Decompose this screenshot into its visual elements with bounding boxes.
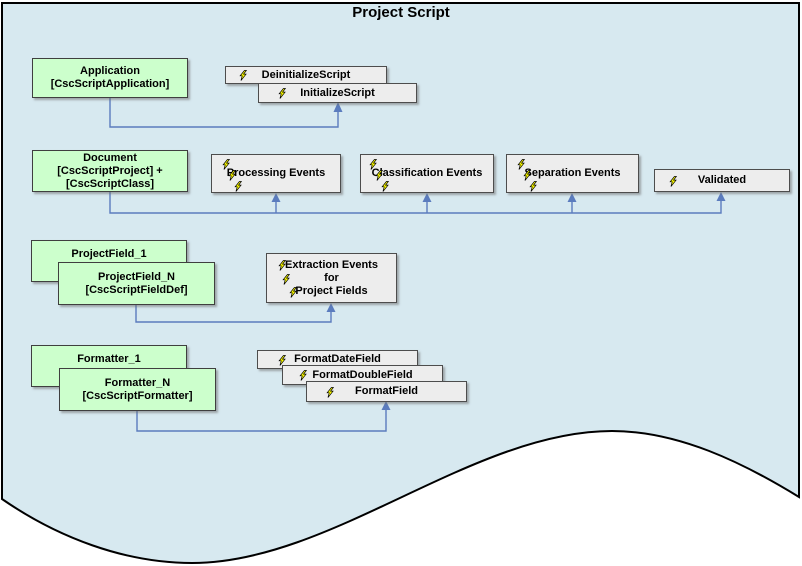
event-label: Validated [697,174,747,186]
projectfield-n-node: ProjectField_N [CscScriptFieldDef] [58,262,215,305]
lightning-bolt-icon [369,159,377,170]
lightning-bolt-icon [669,176,677,187]
lightning-bolt-icon [523,170,531,181]
lightning-bolt-icon [239,70,247,81]
lightning-bolt-icon [375,170,383,181]
format-field-event-node: FormatField [306,381,467,402]
connector-application-to-initializescript [109,98,343,128]
processing-events-node: Processing Events [211,154,341,193]
lightning-bolt-icon [289,287,297,298]
separation-events-node: Separation Events [506,154,639,193]
lightning-bolt-icon [529,181,537,192]
connector-projectfield-to-extractionevents [135,303,336,323]
document-node-label: Document [83,151,137,164]
projectfield-n-node-sublabel: [CscScriptFieldDef] [85,283,188,296]
diagram-title: Project Script [352,4,450,21]
projectfield-n-node-label: ProjectField_N [97,270,176,283]
lightning-bolt-icon [222,159,230,170]
connector-formatter-to-formatfield [136,401,391,432]
event-label: InitializeScript [300,86,375,99]
lightning-bolt-icon [299,370,307,381]
lightning-bolt-icon [234,181,242,192]
event-label: Project Fields [295,284,368,297]
application-node-label: Application [80,65,140,77]
document-node: Document [CscScriptProject] + [CscScript… [32,150,188,192]
lightning-bolt-icon [278,260,286,271]
formatter-1-node-label: Formatter_1 [77,353,141,365]
lightning-bolt-icon [381,181,389,192]
event-label: for [324,271,339,284]
event-label: FormatDateField [294,353,381,365]
application-node-sublabel: [CscScriptApplication] [50,78,170,90]
formatter-n-node-label: Formatter_N [104,376,171,389]
formatter-n-node: Formatter_N [CscScriptFormatter] [59,368,216,411]
event-label: Extraction Events [285,258,378,271]
deinitialize-script-event-node: DeinitializeScript [225,66,387,84]
lightning-bolt-icon [326,387,334,398]
connector-document-to-events [109,192,726,214]
lightning-bolt-icon [228,170,236,181]
event-label: Classification Events [371,167,483,179]
event-label: FormatField [355,385,418,397]
event-label: FormatDoubleField [312,368,413,381]
initialize-script-event-node: InitializeScript [258,83,417,103]
event-label: DeinitializeScript [261,68,351,81]
formatter-n-node-sublabel: [CscScriptFormatter] [82,389,193,402]
validated-event-node: Validated [654,169,790,192]
extraction-events-node: Extraction Events for Project Fields [266,253,397,303]
event-label: Processing Events [226,167,326,179]
classification-events-node: Classification Events [360,154,494,193]
lightning-bolt-icon [517,159,525,170]
document-node-sublabel2: [CscScriptClass] [65,177,155,190]
application-node: Application [CscScriptApplication] [32,58,188,98]
projectfield-1-node-label: ProjectField_1 [71,248,147,260]
document-node-sublabel: [CscScriptProject] + [57,164,163,177]
event-label: Separation Events [524,167,621,179]
lightning-bolt-icon [282,274,290,285]
lightning-bolt-icon [278,88,286,99]
